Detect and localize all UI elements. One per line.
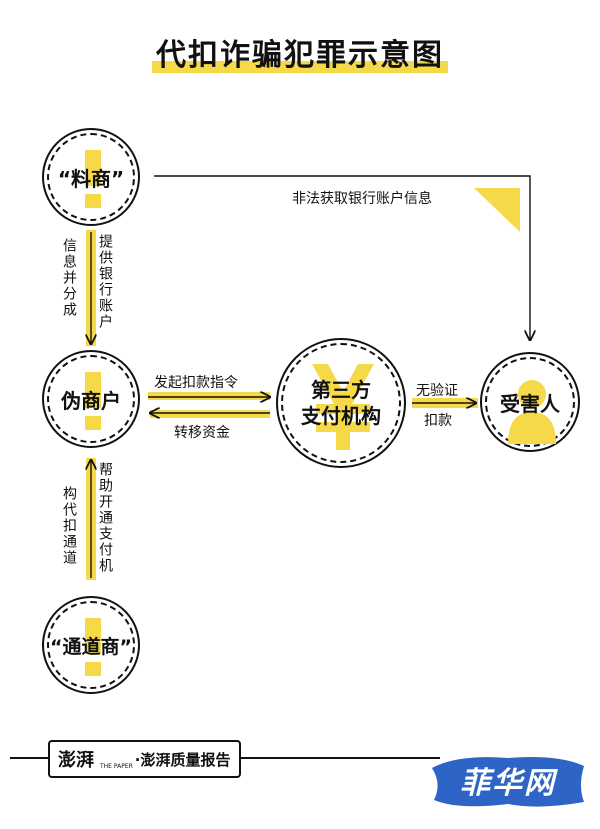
exclamation-icon [85, 372, 101, 430]
label-illegal-account: 非法获取银行账户信息 [292, 191, 432, 207]
exclamation-icon [85, 618, 101, 676]
arrow-illegal-account [154, 175, 530, 340]
node-liaoshang-label: “料商” [57, 166, 125, 191]
watermark-shape [432, 757, 584, 807]
watermark-text: 菲华网 [460, 766, 556, 801]
accent-bar-initiate [148, 392, 270, 400]
node-liaoshang: “料商” [42, 128, 140, 226]
footer-brand: 澎湃 THE PAPER ·澎湃质量报告 [48, 740, 241, 778]
brand-sub: THE PAPER [100, 763, 133, 770]
label-no-verification: 无验证 [416, 383, 458, 399]
person-icon [508, 380, 556, 444]
node-third-party: 第三方 支付机构 [276, 338, 406, 468]
title-text: 代扣诈骗犯罪示意图 [152, 38, 448, 73]
node-weishanghu-label: 伪商户 [61, 388, 121, 413]
page-title: 代扣诈骗犯罪示意图 [0, 30, 600, 74]
label-build-channel: 构代扣通道 [61, 486, 77, 566]
label-provide-accounts: 提供银行账户 [97, 234, 113, 330]
watermark: 菲华网 [428, 752, 588, 808]
node-weishanghu: 伪商户 [42, 350, 140, 448]
label-info-share: 信息并分成 [61, 238, 77, 318]
label-initiate-debit: 发起扣款指令 [154, 375, 238, 391]
exclamation-icon [85, 150, 101, 208]
label-debit: 扣款 [424, 413, 452, 429]
node-tongdaoshang: “通道商” [42, 596, 140, 694]
accent-bar-transfer [150, 410, 270, 418]
node-tongdaoshang-label: “通道商” [50, 635, 132, 658]
node-third-party-label: 第三方 支付机构 [301, 378, 381, 428]
node-victim-label: 受害人 [500, 391, 560, 416]
node-victim: 受害人 [480, 352, 580, 452]
brand-logo: 澎湃 [58, 750, 94, 771]
label-transfer-funds: 转移资金 [174, 425, 230, 441]
yuan-icon [312, 364, 374, 450]
label-help-open: 帮助开通支付机 [97, 462, 113, 574]
accent-triangle [474, 188, 520, 232]
brand-name: ·澎湃质量报告 [134, 750, 231, 769]
